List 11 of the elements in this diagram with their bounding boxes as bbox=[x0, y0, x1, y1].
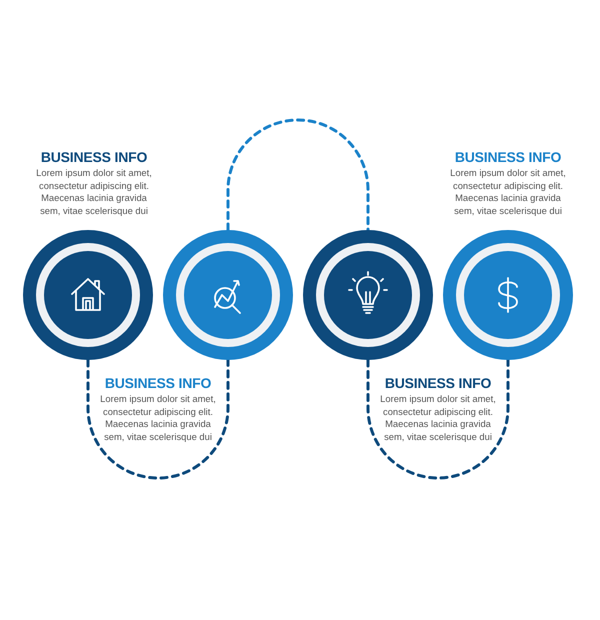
description-text: Lorem ipsum dolor sit amet, consectetur adipiscing elit. Maecenas lacinia gravida sem, vitae scelerisque dui bbox=[35, 167, 153, 217]
dashed-connector bbox=[226, 118, 370, 232]
dashed-connector bbox=[366, 358, 510, 480]
section-heading: BUSINESS INFO bbox=[40, 149, 148, 165]
section-heading: BUSINESS INFO bbox=[384, 375, 492, 391]
section-heading: BUSINESS INFO bbox=[104, 375, 212, 391]
dashed-connector bbox=[86, 358, 230, 480]
section-heading: BUSINESS INFO bbox=[454, 149, 562, 165]
description-text: Lorem ipsum dolor sit amet, consectetur adipiscing elit. Maecenas lacinia gravida sem, vitae scelerisque dui bbox=[449, 167, 567, 217]
description-text: Lorem ipsum dolor sit amet, consectetur adipiscing elit. Maecenas lacinia gravida sem, vitae scelerisque dui bbox=[99, 393, 217, 443]
description-text: Lorem ipsum dolor sit amet, consectetur adipiscing elit. Maecenas lacinia gravida sem, vitae scelerisque dui bbox=[379, 393, 497, 443]
